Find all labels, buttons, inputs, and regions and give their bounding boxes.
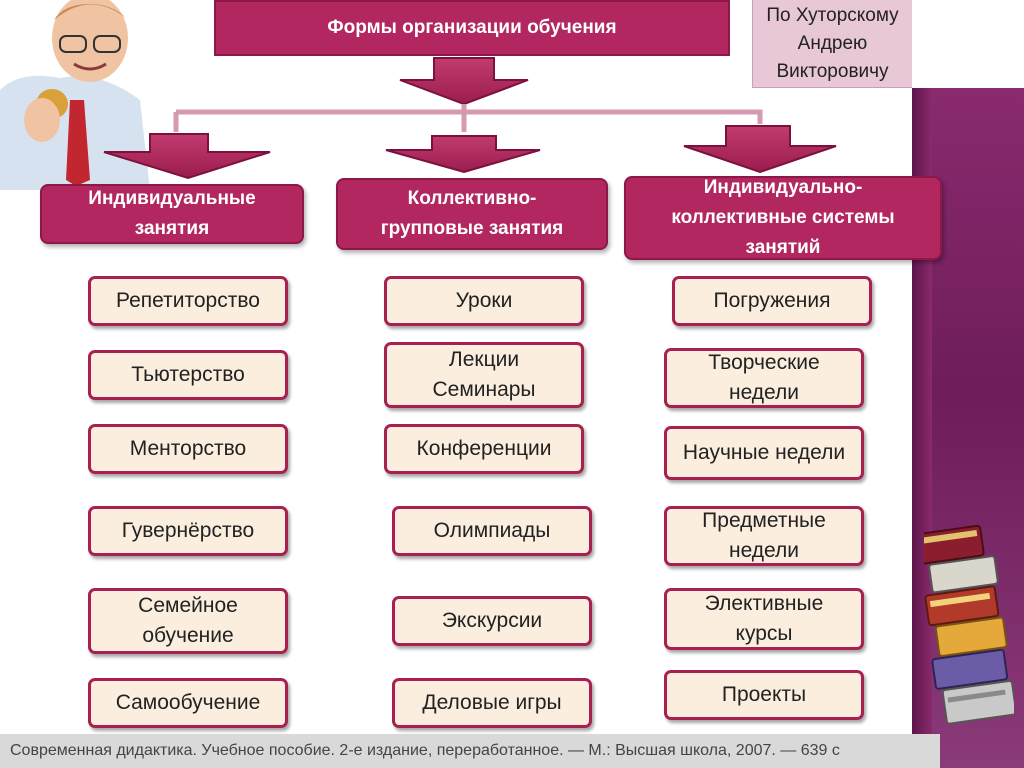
list-item: Научные недели	[664, 426, 864, 480]
list-item: Олимпиады	[392, 506, 592, 556]
list-item: Репетиторство	[88, 276, 288, 326]
list-item: Предметные недели	[664, 506, 864, 566]
column-header-collective: Коллективно-групповые занятия	[336, 178, 608, 250]
column-header-individual-collective: Индивидуально-коллективные системы занят…	[624, 176, 942, 260]
list-item: Конференции	[384, 424, 584, 474]
teacher-photo	[0, 0, 160, 190]
list-item: Элективные курсы	[664, 588, 864, 650]
connector-arrows	[103, 57, 837, 180]
list-item: Лекции Семинары	[384, 342, 584, 408]
list-item: Погружения	[672, 276, 872, 326]
list-item: Семейное обучение	[88, 588, 288, 654]
list-item: Самообучение	[88, 678, 288, 728]
books-icon	[924, 524, 1014, 725]
list-item: Уроки	[384, 276, 584, 326]
list-item: Проекты	[664, 670, 864, 720]
list-item: Экскурсии	[392, 596, 592, 646]
column-header-individual: Индивидуальные занятия	[40, 184, 304, 244]
source-citation: Современная дидактика. Учебное пособие. …	[0, 734, 940, 768]
diagram-title: Формы организации обучения	[214, 0, 730, 56]
list-item: Тьютерство	[88, 350, 288, 400]
list-item: Менторство	[88, 424, 288, 474]
list-item: Гувернёрство	[88, 506, 288, 556]
list-item: Творческие недели	[664, 348, 864, 408]
list-item: Деловые игры	[392, 678, 592, 728]
author-note: По Хуторскому Андрею Викторовичу	[752, 0, 912, 88]
